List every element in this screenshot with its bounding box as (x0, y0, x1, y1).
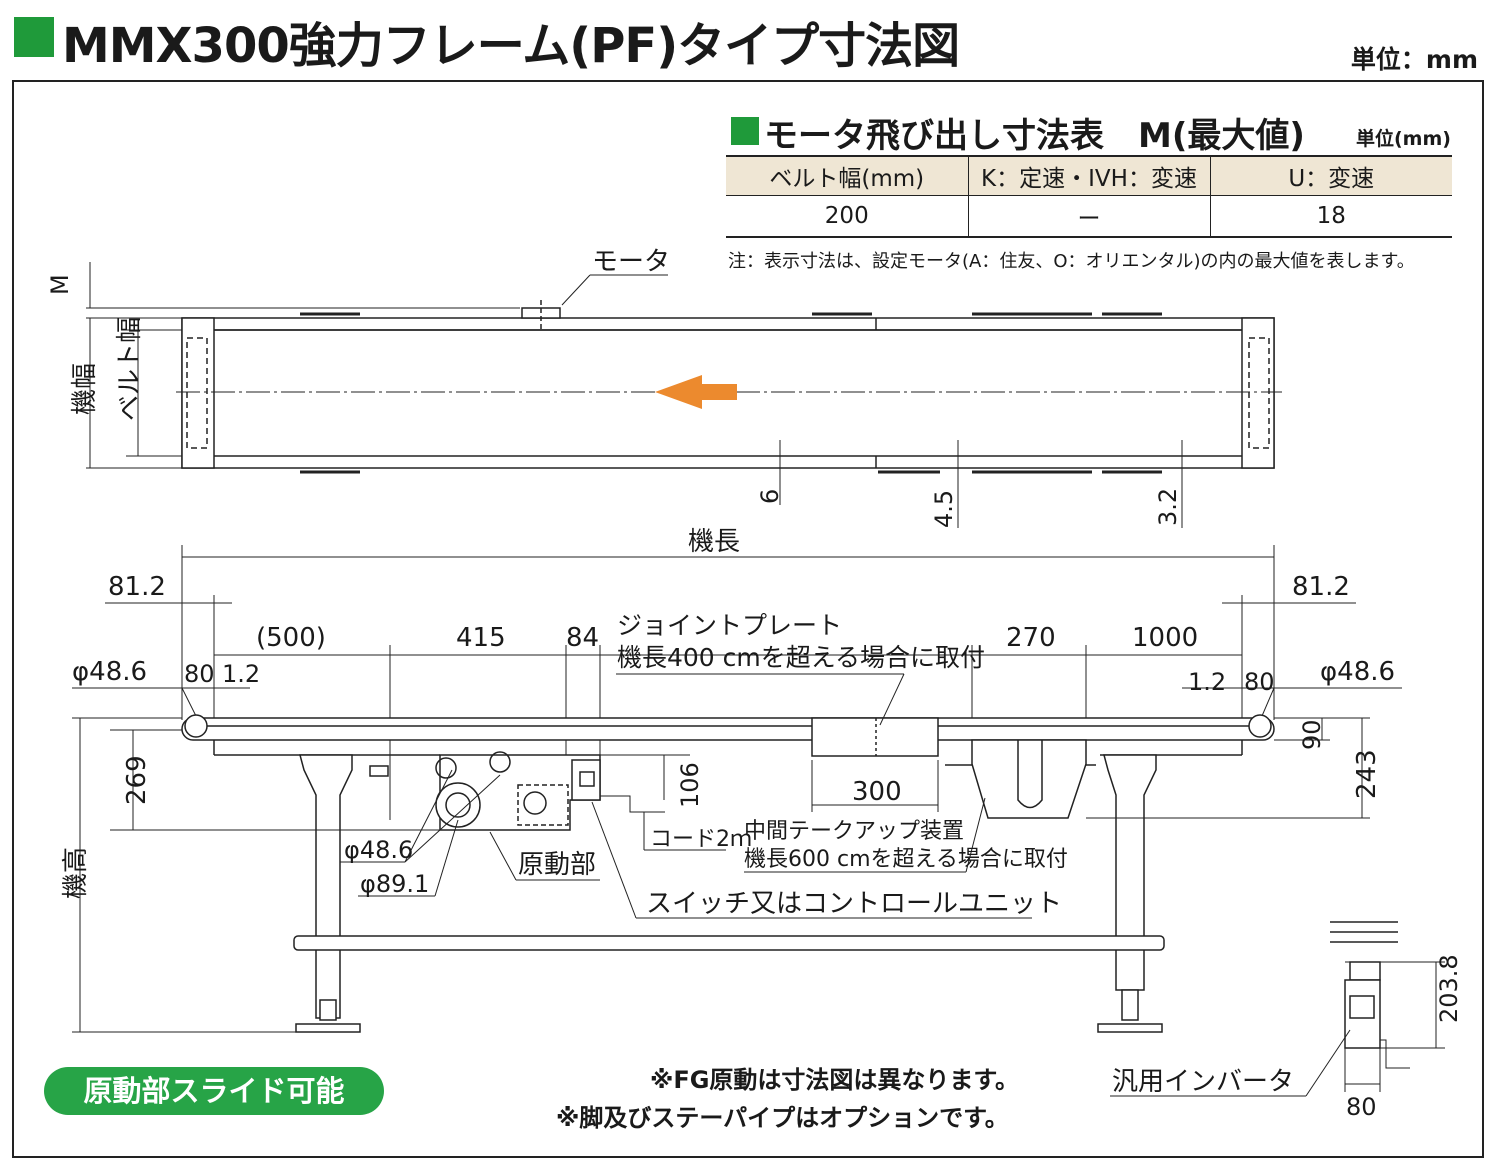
page-title: MMX300強力フレーム(PF)タイプ寸法図 (62, 18, 960, 74)
dim-80-inv: 80 (1346, 1093, 1377, 1121)
header-k-ivh: K：定速・IVH：変速 (967, 156, 1210, 196)
belt-width-label: ベルト幅 (115, 317, 145, 421)
dim-80-right: 80 (1244, 668, 1275, 696)
header-belt-width: ベルト幅(mm) (726, 156, 968, 196)
switch-label: スイッチ又はコントロールユニット (646, 889, 1062, 919)
drive-label: 原動部 (518, 850, 596, 880)
height-label: 機高 (61, 847, 91, 899)
cord-label: コード2ｍ (650, 827, 752, 852)
table-title-square-icon (731, 117, 759, 145)
dim-203-8: 203.8 (1435, 954, 1463, 1023)
dim-269: 269 (122, 755, 152, 805)
dim-81-2-right: 81.2 (1292, 572, 1350, 602)
dim-3-2: 3.2 (1154, 488, 1182, 526)
dim-243: 243 (1352, 749, 1382, 799)
dim-1-2-right: 1.2 (1188, 668, 1226, 696)
cell-u: 18 (1209, 195, 1452, 237)
dim-6: 6 (756, 489, 784, 504)
dim-270: 270 (1006, 623, 1056, 653)
dim-84: 84 (566, 623, 599, 653)
inverter-label: 汎用インバータ (1112, 1067, 1294, 1097)
joint-plate-label-2: 機長400 cmを超える場合に取付 (617, 643, 985, 672)
motor-table: ベルト幅(mm) K：定速・IVH：変速 U：変速 200 ー 18 (726, 155, 1452, 238)
joint-plate-label-1: ジョイントプレート (617, 611, 842, 640)
inverter-unit (1110, 921, 1445, 1097)
direction-arrow-icon (655, 375, 737, 409)
dia-48-6-left: φ48.6 (72, 657, 147, 687)
dim-500: (500) (256, 623, 326, 653)
table-header-row: ベルト幅(mm) K：定速・IVH：変速 U：変速 (726, 156, 1452, 196)
unit-label: 単位：mm (1350, 45, 1478, 74)
table-row: 200 ー 18 (726, 195, 1452, 237)
takeup-label-1: 中間テークアップ装置 (744, 819, 964, 844)
drawing-frame (12, 80, 1484, 1158)
m-label: M (46, 274, 74, 295)
dim-81-2-left: 81.2 (108, 572, 166, 602)
dim-4-5: 4.5 (930, 490, 958, 528)
cell-belt-width: 200 (824, 203, 869, 229)
length-label: 機長 (688, 527, 740, 557)
dim-90: 90 (1298, 719, 1326, 750)
dia-48-6-drive: φ48.6 (344, 836, 413, 864)
dim-106: 106 (676, 762, 704, 808)
dia-89-1: φ89.1 (360, 870, 429, 898)
cell-k-ivh: ー (967, 195, 1210, 237)
dim-1-2-left: 1.2 (222, 660, 260, 688)
footer-note-1: ※FG原動は寸法図は異なります。 (650, 1066, 1020, 1094)
slide-badge: 原動部スライド可能 (44, 1067, 384, 1115)
motor-label: モータ (592, 247, 670, 277)
footer-note-2: ※脚及びステーパイプはオプションです。 (556, 1104, 1009, 1132)
motor-table-unit: 単位(mm) (1356, 128, 1451, 150)
side-view-conveyor (181, 714, 1275, 1033)
dim-1000: 1000 (1132, 623, 1198, 653)
dim-415: 415 (456, 623, 506, 653)
dim-80-left: 80 (184, 660, 215, 688)
motor-table-title: モータ飛び出し寸法表 M(最大値) (764, 116, 1305, 156)
header-u: U：変速 (1209, 156, 1452, 196)
dia-48-6-right: φ48.6 (1320, 657, 1395, 687)
table-note: 注：表示寸法は、設定モータ(A：住友、O：オリエンタル)の内の最大値を表します。 (728, 251, 1415, 272)
dim-300: 300 (852, 777, 902, 807)
takeup-label-2: 機長600 cmを超える場合に取付 (744, 847, 1068, 872)
title-square-icon (14, 17, 54, 57)
width-label: 機幅 (70, 363, 100, 415)
